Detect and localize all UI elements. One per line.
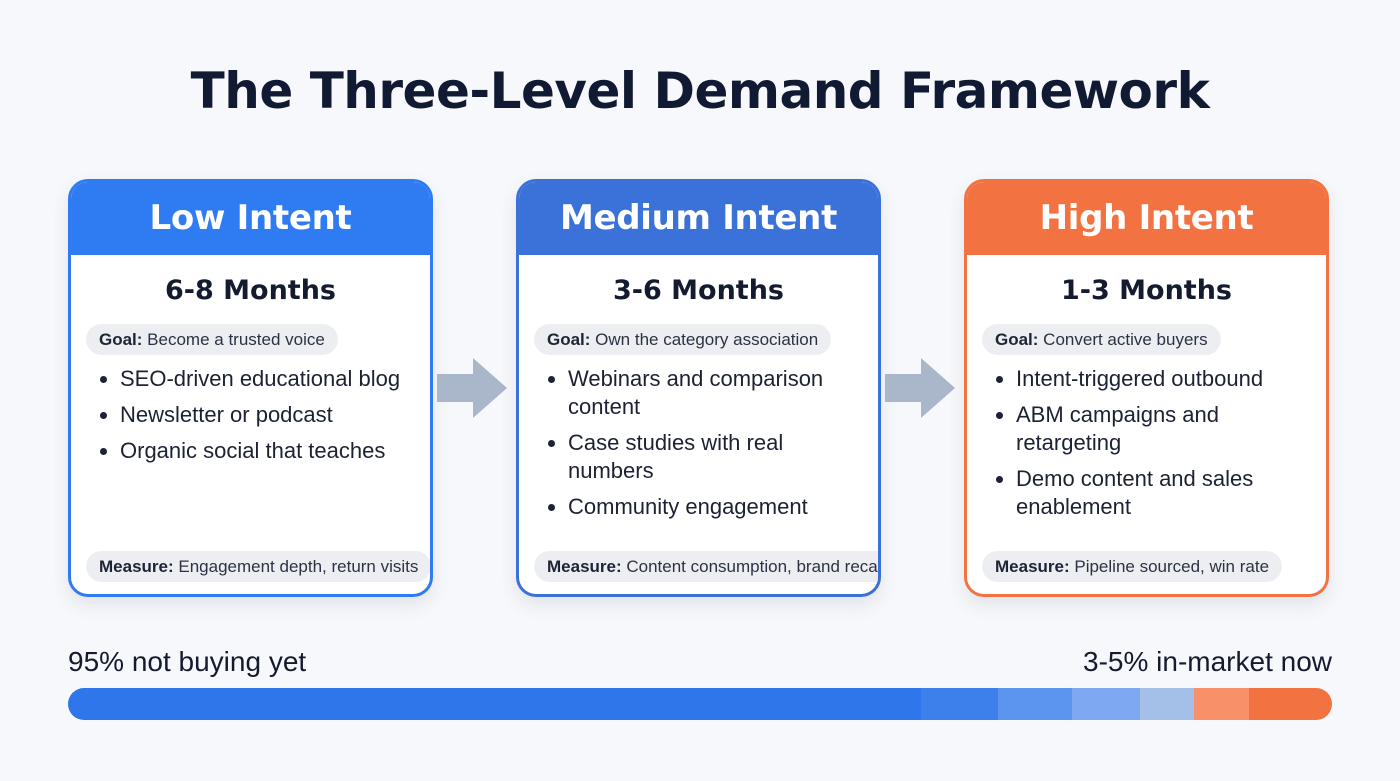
card-header: Low Intent xyxy=(71,182,430,255)
tactic-list: SEO-driven educational blog Newsletter o… xyxy=(97,365,420,473)
measure-text: Content consumption, brand recall xyxy=(621,557,881,576)
page-title: The Three-Level Demand Framework xyxy=(190,62,1210,120)
bar-segment xyxy=(1248,688,1332,720)
list-item: Newsletter or podcast xyxy=(120,401,420,429)
goal-pill: Goal: Own the category association xyxy=(534,324,832,355)
measure-pill: Measure: Engagement depth, return visits xyxy=(86,551,430,582)
goal-label: Goal: xyxy=(995,330,1039,349)
right-arrow-icon xyxy=(885,358,955,418)
goal-label: Goal: xyxy=(99,330,143,349)
card-header: High Intent xyxy=(967,182,1326,255)
measure-label: Measure: xyxy=(547,557,622,576)
goal-text: Convert active buyers xyxy=(1038,330,1208,349)
measure-text: Engagement depth, return visits xyxy=(173,557,419,576)
measure-label: Measure: xyxy=(995,557,1070,576)
right-arrow-icon xyxy=(437,358,507,418)
goal-label: Goal: xyxy=(547,330,591,349)
list-item: Case studies with real numbers xyxy=(568,429,868,485)
low-intent-card: Low Intent 6-8 Months Goal: Become a tru… xyxy=(68,179,433,597)
list-item: SEO-driven educational blog xyxy=(120,365,420,393)
list-item: Webinars and comparison content xyxy=(568,365,868,421)
not-buying-label: 95% not buying yet xyxy=(68,646,307,677)
bar-segment xyxy=(1071,688,1140,720)
measure-pill: Measure: Content consumption, brand reca… xyxy=(534,551,881,582)
timeframe: 1-3 Months xyxy=(1060,275,1233,306)
list-item: Organic social that teaches xyxy=(120,437,420,465)
measure-pill: Measure: Pipeline sourced, win rate xyxy=(982,551,1283,582)
card-header: Medium Intent xyxy=(519,182,878,255)
goal-pill: Goal: Become a trusted voice xyxy=(86,324,338,355)
goal-text: Own the category association xyxy=(590,330,819,349)
tactic-list: Intent-triggered outbound ABM campaigns … xyxy=(993,365,1316,529)
high-intent-card: High Intent 1-3 Months Goal: Convert act… xyxy=(964,179,1329,597)
bar-segment xyxy=(998,688,1072,720)
in-market-label: 3-5% in-market now xyxy=(1083,646,1332,677)
bar-segment xyxy=(1194,688,1249,720)
goal-text: Become a trusted voice xyxy=(142,330,325,349)
bar-segment xyxy=(921,688,999,720)
measure-label: Measure: xyxy=(99,557,174,576)
bar-segment xyxy=(1139,688,1195,720)
medium-intent-card: Medium Intent 3-6 Months Goal: Own the c… xyxy=(516,179,881,597)
intent-gradient-bar xyxy=(68,688,1332,720)
bar-segment xyxy=(68,688,922,720)
timeframe: 6-8 Months xyxy=(164,275,337,306)
measure-text: Pipeline sourced, win rate xyxy=(1069,557,1270,576)
timeframe: 3-6 Months xyxy=(612,275,785,306)
tactic-list: Webinars and comparison content Case stu… xyxy=(545,365,868,529)
goal-pill: Goal: Convert active buyers xyxy=(982,324,1221,355)
list-item: Demo content and sales enablement xyxy=(1016,465,1316,521)
list-item: ABM campaigns and retargeting xyxy=(1016,401,1316,457)
list-item: Community engagement xyxy=(568,493,868,521)
list-item: Intent-triggered outbound xyxy=(1016,365,1316,393)
